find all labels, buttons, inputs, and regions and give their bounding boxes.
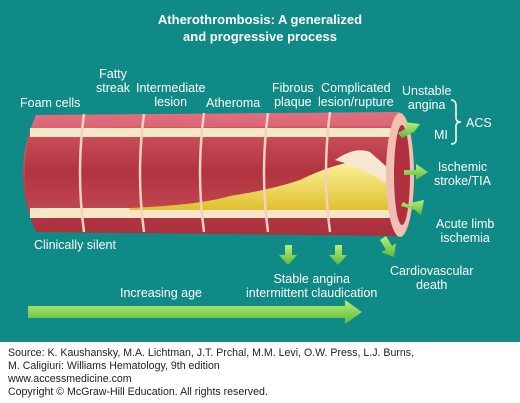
arrow-unstable-angina: [398, 122, 420, 138]
caption-link[interactable]: www.accessmedicine.com: [8, 373, 132, 385]
caption-copyright: Copyright © McGraw-Hill Education. All r…: [8, 386, 268, 398]
arrow-cv-death: [380, 236, 396, 257]
arrow-stable-1: [279, 245, 297, 265]
outcome-mi: MI: [434, 128, 448, 142]
clinically-silent-label: Clinically silent: [34, 238, 116, 252]
section-dividers: [78, 111, 332, 233]
figure-title-line-1: Atherothrombosis: A generalized: [157, 12, 363, 27]
stage-foam-cells: Foam cells: [20, 96, 81, 110]
plaque-build-up: [130, 160, 395, 210]
atherothrombosis-diagram: Atherothrombosis: A generalized and prog…: [0, 0, 520, 342]
upper-intima: [30, 128, 395, 137]
figure-title-line-2: and progressive process: [183, 29, 337, 44]
artery-illustration: [23, 99, 462, 324]
source-caption: Source: K. Kaushansky, M.A. Lichtman, J.…: [8, 347, 513, 399]
arrow-stroke: [404, 164, 428, 180]
caption-line: Source: K. Kaushansky, M.A. Lichtman, J.…: [8, 347, 415, 359]
lower-intima: [30, 208, 395, 218]
acs-bracket: [450, 99, 462, 145]
increasing-age-arrow: [28, 300, 362, 324]
stage-atheroma: Atheroma: [206, 96, 261, 110]
outcome-arrows: [279, 122, 428, 265]
arrow-limb: [401, 200, 424, 215]
caption-line: M. Caligiuri: Williams Hematology, 9th e…: [8, 360, 220, 372]
plaque-rupture: [335, 150, 395, 190]
arrow-stable-2: [329, 245, 347, 265]
increasing-age-label: Increasing age: [120, 286, 203, 300]
outcome-acs: ACS: [466, 116, 492, 130]
